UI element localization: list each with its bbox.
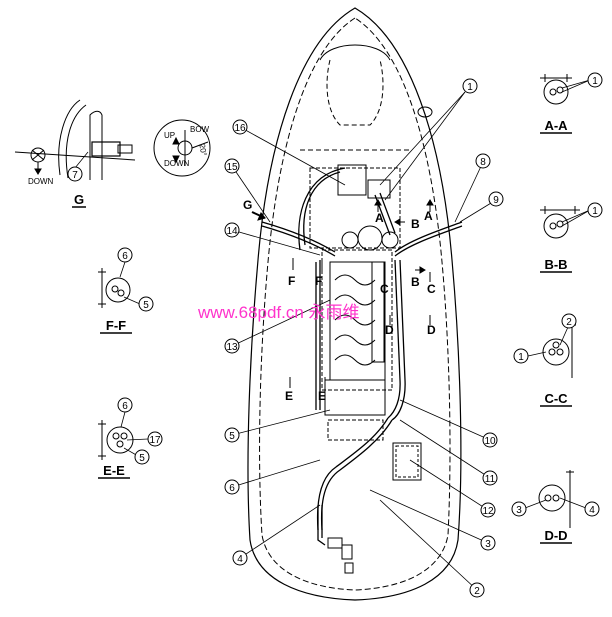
cut-letter-e: E [285,389,293,403]
ee-callout-17: 17 [149,435,161,446]
title-underlines [72,132,572,544]
cc-callout-1: 1 [518,352,524,363]
title-a-a: A-A [544,118,568,133]
detail-b-b [540,202,603,239]
detail-e-e [98,397,163,465]
callout-14: 14 [226,226,238,237]
g-up: UP [164,131,175,140]
title-c-c: C-C [544,391,568,406]
detail-d-d [511,470,600,528]
callout-4: 4 [237,554,243,565]
cut-letter-b-2: B [411,275,420,289]
detail-g-dial [153,119,211,177]
detail-f-f [98,247,154,312]
detail-numbers: 1 1 1 2 3 4 6 5 6 17 5 7 [72,76,598,516]
cut-letter-a-2: A [424,209,433,223]
title-f-f: F-F [106,318,126,333]
callout-15: 15 [226,162,238,173]
cc-callout-2: 2 [566,317,572,328]
callout-6: 6 [229,483,235,494]
g-angle: 20° [197,143,208,156]
cut-letter-d: D [385,323,394,337]
callout-8: 8 [480,157,486,168]
title-e-e: E-E [103,463,125,478]
title-d-d: D-D [544,528,567,543]
section-titles: A-A B-B C-C D-D F-F E-E G [74,118,568,543]
ee-callout-5: 5 [139,453,145,464]
view-letter-g: G [243,198,252,212]
cut-letter-f-2: F [315,274,322,288]
dd-callout-3: 3 [516,505,522,516]
callout-1: 1 [467,82,473,93]
ee-callout-6: 6 [122,401,128,412]
callout-3: 3 [485,539,491,550]
callout-16: 16 [234,123,246,134]
cut-letter-e-2: E [318,389,326,403]
wire-harness [261,167,463,546]
g-down: DOWN [164,159,190,168]
title-g: G [74,192,84,207]
title-b-b: B-B [544,257,567,272]
leader-lines [231,91,497,591]
callout-11: 11 [485,474,496,485]
cut-letter-c-2: C [427,282,436,296]
detail-a-a [540,72,603,105]
callout-13: 13 [226,342,238,353]
cut-markers [289,199,434,388]
engine-block [309,164,401,441]
watermark: www.68pdf.cn 永雨维 [197,303,360,322]
detail-g [14,99,136,182]
callout-numbers: 1 16 15 8 9 14 13 5 6 4 10 11 12 3 2 [226,82,499,597]
hull-outline [247,7,462,601]
callout-9: 9 [493,195,499,206]
cut-letter-d-2: D [427,323,436,337]
callout-5: 5 [229,431,235,442]
dd-callout-4: 4 [589,505,595,516]
aa-callout-1: 1 [592,76,598,87]
g-callout-7: 7 [72,170,78,181]
g-down-left: DOWN [28,177,54,186]
ff-callout-5: 5 [143,300,149,311]
lower-connector [327,537,354,574]
callout-12: 12 [482,506,494,517]
bb-callout-1: 1 [592,206,598,217]
control-box [392,442,422,481]
callout-2: 2 [474,586,480,597]
cut-letter-a: A [375,211,384,225]
view-arrow-g [251,211,266,221]
g-bow: BOW [190,125,210,134]
cut-letter-b: B [411,217,420,231]
callout-10: 10 [484,436,496,447]
cut-letter-c: C [380,282,389,296]
cut-letter-f: F [288,274,295,288]
cut-letters: A A B B C C D D E E F F G [243,198,436,403]
callouts [224,78,504,598]
detail-c-c [513,313,577,378]
ff-callout-6: 6 [122,251,128,262]
